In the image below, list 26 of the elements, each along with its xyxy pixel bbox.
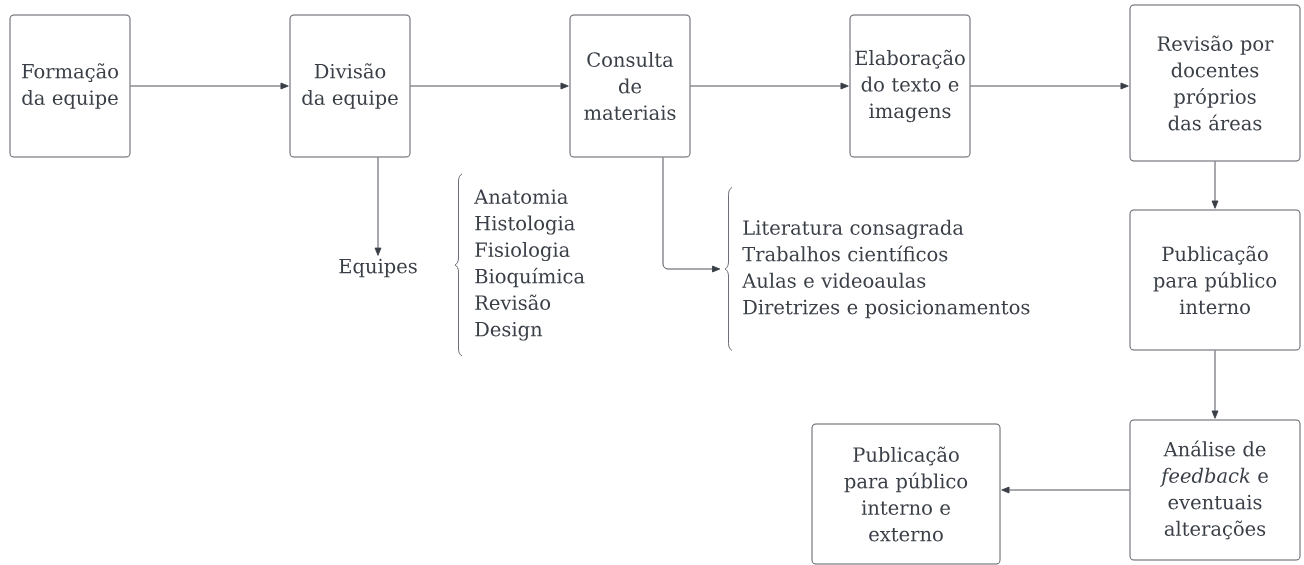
arrow: [130, 82, 289, 90]
arrow: [662, 157, 721, 273]
arrow: [690, 82, 849, 90]
process-box: Elaboração do texto e imagens: [849, 14, 971, 158]
arrow: [1211, 350, 1219, 419]
node-label: Design: [475, 321, 543, 341]
process-box: Revisão por docentes próprios das áreas: [1129, 4, 1301, 162]
arrow: [410, 82, 569, 90]
text-label: Equipes: [339, 258, 417, 278]
node-label: Fisiologia: [475, 241, 570, 262]
node-label: Bioquímica: [475, 267, 585, 288]
process-box: Consulta de materiais: [569, 14, 691, 158]
process-box: Publicação para público interno e externo: [811, 423, 1001, 565]
arrow: [1211, 161, 1219, 209]
process-box: Publicação para público interno: [1129, 209, 1301, 351]
process-box: Divisão da equipe: [289, 14, 411, 158]
node-label: Histologia: [475, 215, 575, 235]
bracket-list: Literatura consagrada Trabalhos científicos Aulas e videoaulas Diretrizes e posicionamentos: [724, 187, 1030, 351]
bracket-list: Anatomia Histologia Fisiologia Bioquímica Revisão Design: [454, 173, 585, 357]
node-label: Revisão: [475, 294, 551, 311]
process-box: Análise de feedback e eventuais alterações: [1129, 419, 1301, 561]
arrow: [970, 82, 1129, 90]
node-label: Anatomia: [474, 189, 568, 205]
process-box: Formação da equipe: [9, 14, 131, 158]
arrow: [374, 157, 382, 256]
arrow: [1001, 486, 1130, 494]
